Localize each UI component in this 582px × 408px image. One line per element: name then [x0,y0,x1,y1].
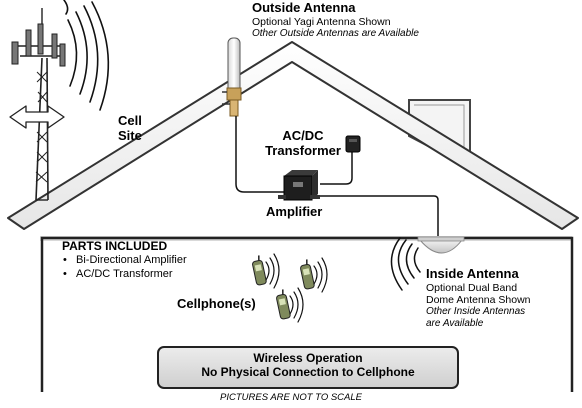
list-item: Bi-Directional Amplifier [63,254,187,268]
house-roof [7,41,579,230]
cellphones-label: Cellphone(s) [177,296,256,311]
cellphone-waves-icon [289,287,304,323]
cellphone-waves-icon [265,253,280,289]
cell-site-label: Cell Site [118,113,142,143]
cellphone-icon [300,259,315,290]
scale-disclaimer: PICTURES ARE NOT TO SCALE [220,392,362,403]
parts-included-block: PARTS INCLUDED Bi-Directional Amplifier … [62,239,187,282]
wireless-operation-text: Wireless Operation No Physical Connectio… [158,351,458,380]
wireless-operation-box [157,346,459,389]
list-item: AC/DC Transformer [63,268,187,282]
inside-antenna-note1: Other Inside Antennas [426,306,526,318]
wireless-operation-line1: Wireless Operation [253,351,363,365]
amplifier-icon [278,170,320,201]
inside-antenna-icon [417,236,465,254]
inside-antenna-waves-icon [390,237,421,291]
cell-site-waves-icon [63,0,110,111]
cellphone-icon [276,289,291,320]
inside-antenna-note2: are Available [426,317,484,329]
wireless-operation-line2: No Physical Connection to Cellphone [201,364,415,379]
outside-antenna-note: Other Outside Antennas are Available [252,28,419,39]
amplifier-label: Amplifier [266,204,323,219]
cell-tower [11,8,66,201]
cellphone-icon [252,255,267,286]
parts-included-title: PARTS INCLUDED [62,239,168,253]
outside-antenna-subtitle: Optional Yagi Antenna Shown [252,15,391,28]
inside-antenna-line2: Dome Antenna Shown [426,294,531,306]
outside-antenna-icon [222,37,242,117]
transformer-label: AC/DC Transformer [265,128,341,158]
antenna-cable [235,116,439,236]
inside-antenna-label: Inside Antenna Optional Dual Band Dome A… [426,266,531,329]
outside-antenna-title: Outside Antenna [252,0,356,15]
parts-included-list: Bi-Directional Amplifier AC/DC Transform… [62,254,187,282]
inside-antenna-title: Inside Antenna [426,266,519,281]
outside-antenna-label: Outside Antenna Optional Yagi Antenna Sh… [252,0,419,40]
transformer-icon [345,135,361,153]
house-walls [40,236,574,392]
signal-arrow-icon [9,105,65,129]
inside-antenna-line1: Optional Dual Band [426,281,518,294]
cellphone-waves-icon [313,257,328,293]
